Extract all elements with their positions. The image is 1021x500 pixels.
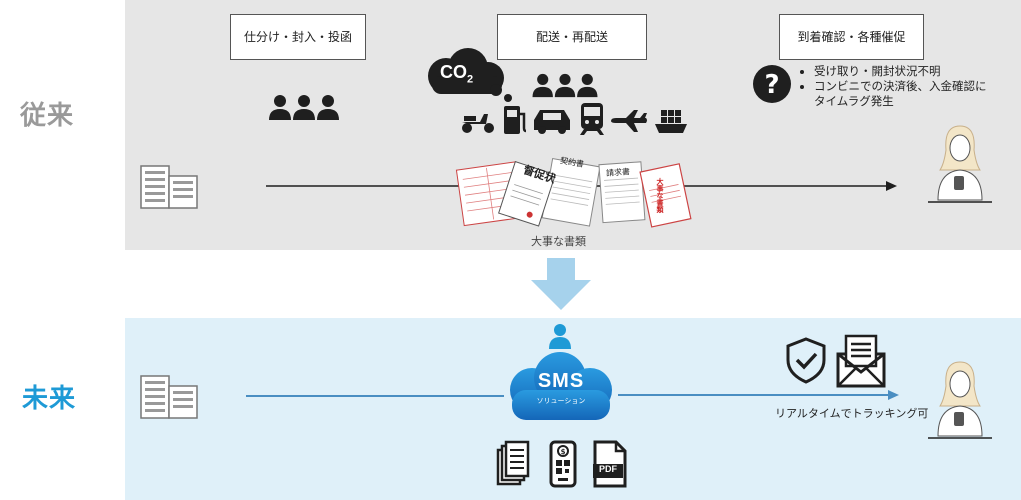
pdf-label: PDF: [599, 464, 617, 474]
stage-delivery: 配送・再配送: [497, 14, 647, 60]
co2-text: CO2: [440, 62, 474, 86]
gas-pump-icon: [502, 104, 528, 136]
shield-check-icon: [784, 336, 828, 384]
stage-arrival: 到着確認・各種催促: [779, 14, 924, 60]
co2-cloud-icon: [424, 48, 518, 104]
documents-cluster: [455, 153, 695, 233]
svg-text:?: ?: [764, 70, 779, 100]
stage-sorting: 仕分け・封入・投函: [230, 14, 366, 60]
airplane-icon: [610, 110, 648, 132]
ship-icon: [654, 106, 688, 136]
future-flow-line-left: [246, 393, 504, 399]
workers-icon: [268, 93, 340, 121]
future-label: 未来: [22, 384, 77, 414]
delivery-workers-icon: [530, 72, 600, 98]
pdf-file-icon: [592, 440, 628, 488]
transition-down-arrow: [531, 258, 591, 310]
recipient-person-icon: [924, 120, 994, 204]
note-item: コンビニでの決済後、入金確認にタイムラグ発生: [814, 79, 994, 109]
sms-cloud-icon: [502, 350, 620, 422]
car-icon: [532, 106, 572, 134]
mobile-payment-icon: $: [548, 440, 578, 488]
scooter-icon: [460, 104, 496, 134]
envelope-letter-icon: [836, 332, 886, 388]
sms-subtitle: ソリューション: [536, 397, 586, 405]
issue-notes: 受け取り・開封状況不明 コンビニでの決済後、入金確認にタイムラグ発生: [800, 64, 994, 109]
sms-title: SMS: [537, 370, 585, 392]
conventional-label: 従来: [20, 101, 75, 131]
note-item: 受け取り・開封状況不明: [814, 64, 994, 79]
building-icon: [137, 372, 203, 420]
documents-stack-icon: [496, 440, 530, 488]
question-icon: ?: [752, 64, 792, 104]
recipient-person-icon: [924, 356, 994, 440]
building-icon: [137, 162, 203, 210]
train-icon: [578, 102, 606, 136]
doc-seikyusho: 請求書: [605, 167, 631, 178]
future-flow-arrow-right: [618, 388, 900, 402]
operator-person-icon: [548, 323, 572, 349]
documents-label: 大事な書類: [531, 235, 586, 248]
tracking-caption: リアルタイムでトラッキング可: [775, 407, 929, 420]
svg-text:$: $: [561, 448, 566, 456]
doc-important: 大事な書類: [656, 178, 664, 213]
